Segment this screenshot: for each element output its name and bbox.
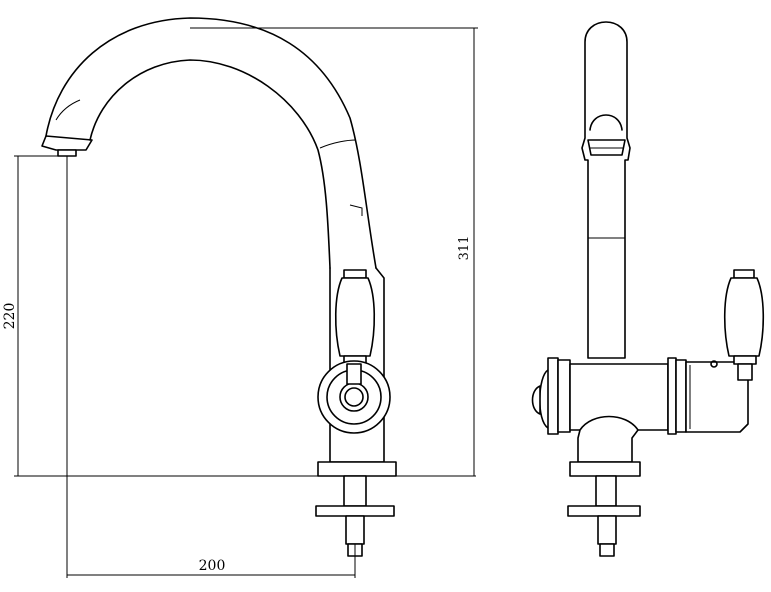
mounting-plate (315, 505, 395, 517)
spout-outlet (589, 114, 623, 131)
dim-label-spout-height: 220 (2, 303, 18, 330)
body-ring-left-2 (557, 359, 571, 433)
body-ring-right-2 (675, 359, 687, 433)
spout-tip-seam (55, 99, 81, 121)
dimension-lines: 220 311 200 (2, 27, 478, 578)
valve-screw (710, 360, 718, 368)
spout-column (581, 21, 631, 359)
front-mounting-plate (567, 505, 641, 517)
front-lever-collar (733, 355, 757, 365)
dim-label-spout-reach: 200 (199, 558, 226, 574)
front-shank (595, 475, 617, 507)
body-ring-right-1 (667, 357, 677, 435)
spout-inner-curve (89, 59, 331, 269)
front-base-plinth (569, 461, 641, 477)
valve-rosette (317, 360, 391, 434)
front-lever-stem (737, 363, 753, 381)
lever-grip (334, 277, 376, 357)
spout-outer-curve (45, 17, 377, 269)
body-end-knob (531, 385, 541, 415)
base-plinth (317, 461, 397, 477)
side-view (41, 17, 397, 557)
front-lever-handle (723, 269, 765, 381)
lever-handle (334, 269, 376, 367)
lever-cap (343, 269, 367, 279)
spout-tip (41, 135, 93, 151)
spout-seam (319, 139, 357, 149)
front-rod-nut (599, 543, 615, 557)
front-view (531, 21, 765, 557)
rosette-stem (346, 363, 362, 385)
body-neck (577, 415, 639, 463)
shank (343, 475, 367, 507)
front-threaded-rod (597, 515, 617, 545)
aerator (57, 149, 77, 157)
threaded-rod (345, 515, 365, 545)
front-lever-grip (723, 277, 765, 357)
body-cylinder (531, 357, 749, 435)
rosette-outer (317, 360, 391, 434)
rosette-center (344, 387, 364, 407)
front-lever-cap (733, 269, 755, 279)
dim-label-total-height: 311 (457, 236, 472, 261)
body-ring-left-1 (547, 357, 559, 435)
spout-notch (349, 204, 363, 216)
